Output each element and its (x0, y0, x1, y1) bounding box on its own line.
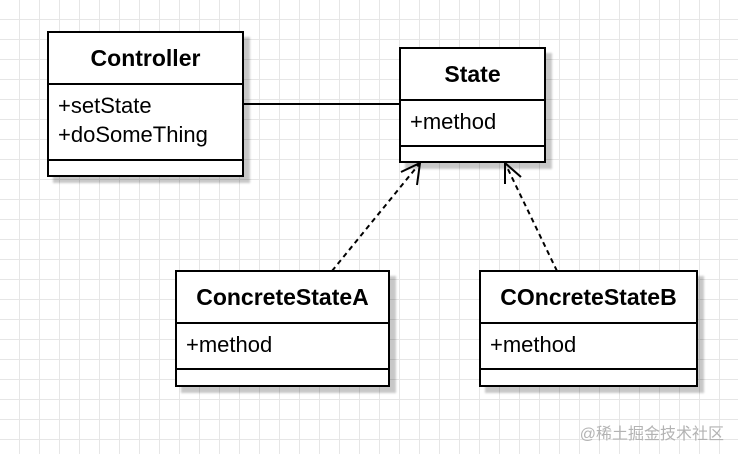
attribute-set-state: +setState (58, 93, 152, 118)
realization-line-concrete-b-to-state (504, 162, 558, 272)
class-name-concrete-state-a: ConcreteStateA (177, 272, 388, 324)
watermark-text: @稀土掘金技术社区 (579, 426, 724, 443)
class-name-controller: Controller (49, 33, 242, 85)
attribute-do-some-thing: +doSomeThing (58, 122, 208, 147)
open-arrowhead-concrete-a (400, 161, 422, 186)
open-arrowhead-concrete-b (504, 160, 522, 184)
attribute-method: +method (410, 109, 497, 134)
method-section-controller (49, 161, 242, 175)
method-section-state (401, 147, 544, 161)
attribute-list-concrete-state-b: +method (481, 324, 696, 370)
attribute-method: +method (186, 332, 273, 357)
class-name-state: State (401, 49, 544, 101)
realization-line-concrete-a-to-state (331, 162, 421, 272)
attribute-list-concrete-state-a: +method (177, 324, 388, 370)
method-section-concrete-state-a (177, 370, 388, 385)
method-section-concrete-state-b (481, 370, 696, 385)
class-box-concrete-state-a[interactable]: ConcreteStateA +method (175, 270, 390, 387)
class-box-controller[interactable]: Controller +setState +doSomeThing (47, 31, 244, 177)
class-box-state[interactable]: State +method (399, 47, 546, 163)
class-name-concrete-state-b: COncreteStateB (481, 272, 696, 324)
class-box-concrete-state-b[interactable]: COncreteStateB +method (479, 270, 698, 387)
attribute-list-controller: +setState +doSomeThing (49, 85, 242, 161)
attribute-method: +method (490, 332, 577, 357)
attribute-list-state: +method (401, 101, 544, 147)
